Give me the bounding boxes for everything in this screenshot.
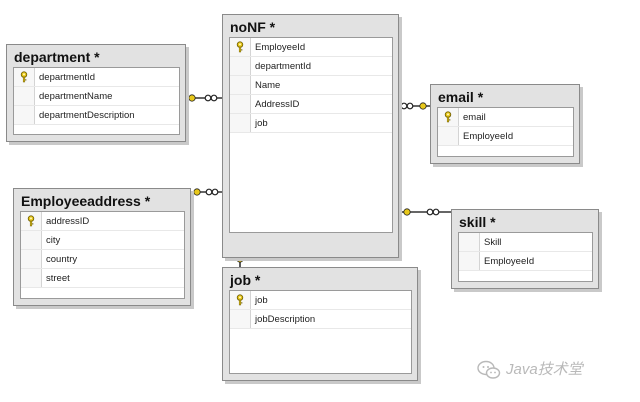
column-row[interactable]: job (230, 114, 392, 133)
column-name: EmployeeId (484, 255, 535, 267)
column-row[interactable]: AddressID (230, 95, 392, 114)
column-row[interactable]: EmployeeId (459, 252, 592, 271)
table-job[interactable]: job * job jobDescription (222, 267, 418, 381)
table-employeeaddress[interactable]: Employeeaddress * addressID city country… (13, 188, 191, 306)
relationship-many-end (426, 208, 440, 216)
key-icon (14, 68, 35, 86)
column-name: addressID (46, 215, 90, 227)
column-name: departmentDescription (39, 109, 135, 121)
key-icon (230, 38, 251, 56)
column-row[interactable]: country (21, 250, 184, 269)
column-row[interactable]: EmployeeId (230, 38, 392, 57)
column-row[interactable]: departmentName (14, 87, 179, 106)
column-row[interactable]: street (21, 269, 184, 288)
column-row[interactable]: Skill (459, 233, 592, 252)
column-grid: EmployeeId departmentId Name AddressID j… (229, 37, 393, 233)
wechat-icon (477, 360, 501, 379)
column-name: jobDescription (255, 313, 316, 325)
column-name: departmentId (39, 71, 95, 83)
table-department[interactable]: department * departmentId departmentName… (6, 44, 186, 142)
column-row[interactable]: EmployeeId (438, 127, 573, 146)
column-row[interactable]: addressID (21, 212, 184, 231)
column-name: country (46, 253, 78, 265)
table-title: skill * (459, 214, 496, 230)
key-icon (21, 212, 42, 230)
column-grid: addressID city country street (20, 211, 185, 299)
column-name: street (46, 272, 70, 284)
column-grid: departmentId departmentName departmentDe… (13, 67, 180, 135)
column-row[interactable]: departmentId (14, 68, 179, 87)
key-icon (230, 291, 251, 309)
table-skill[interactable]: skill * Skill EmployeeId (451, 209, 599, 289)
column-row[interactable]: email (438, 108, 573, 127)
column-name: Skill (484, 236, 502, 248)
table-title: noNF * (230, 19, 276, 35)
column-row[interactable]: departmentDescription (14, 106, 179, 125)
column-row[interactable]: Name (230, 76, 392, 95)
column-name: EmployeeId (463, 130, 514, 142)
table-title: Employeeaddress * (21, 193, 151, 209)
table-title: department * (14, 49, 100, 65)
relationship-key-end (188, 94, 196, 102)
column-name: job (255, 117, 268, 129)
relationship-key-end (403, 208, 411, 216)
relationship-many-end (204, 94, 218, 102)
column-row[interactable]: job (230, 291, 411, 310)
column-name: AddressID (255, 98, 300, 110)
relationship-key-end (419, 102, 427, 110)
column-row[interactable]: jobDescription (230, 310, 411, 329)
column-row[interactable]: city (21, 231, 184, 250)
column-name: departmentId (255, 60, 311, 72)
column-name: departmentName (39, 90, 113, 102)
column-name: email (463, 111, 486, 123)
table-title: email * (438, 89, 484, 105)
table-nonf[interactable]: noNF * EmployeeId departmentId Name Addr… (222, 14, 399, 258)
table-email[interactable]: email * email EmployeeId (430, 84, 580, 164)
relationship-key-end (193, 188, 201, 196)
column-name: job (255, 294, 268, 306)
key-icon (438, 108, 459, 126)
relationship-many-end (205, 188, 219, 196)
table-title: job * (230, 272, 261, 288)
column-grid: job jobDescription (229, 290, 412, 374)
column-name: city (46, 234, 61, 246)
column-row[interactable]: departmentId (230, 57, 392, 76)
relationship-many-end (400, 102, 414, 110)
watermark-text: Java技术堂 (506, 361, 583, 378)
column-grid: Skill EmployeeId (458, 232, 593, 282)
column-name: EmployeeId (255, 41, 306, 53)
column-grid: email EmployeeId (437, 107, 574, 157)
column-name: Name (255, 79, 281, 91)
